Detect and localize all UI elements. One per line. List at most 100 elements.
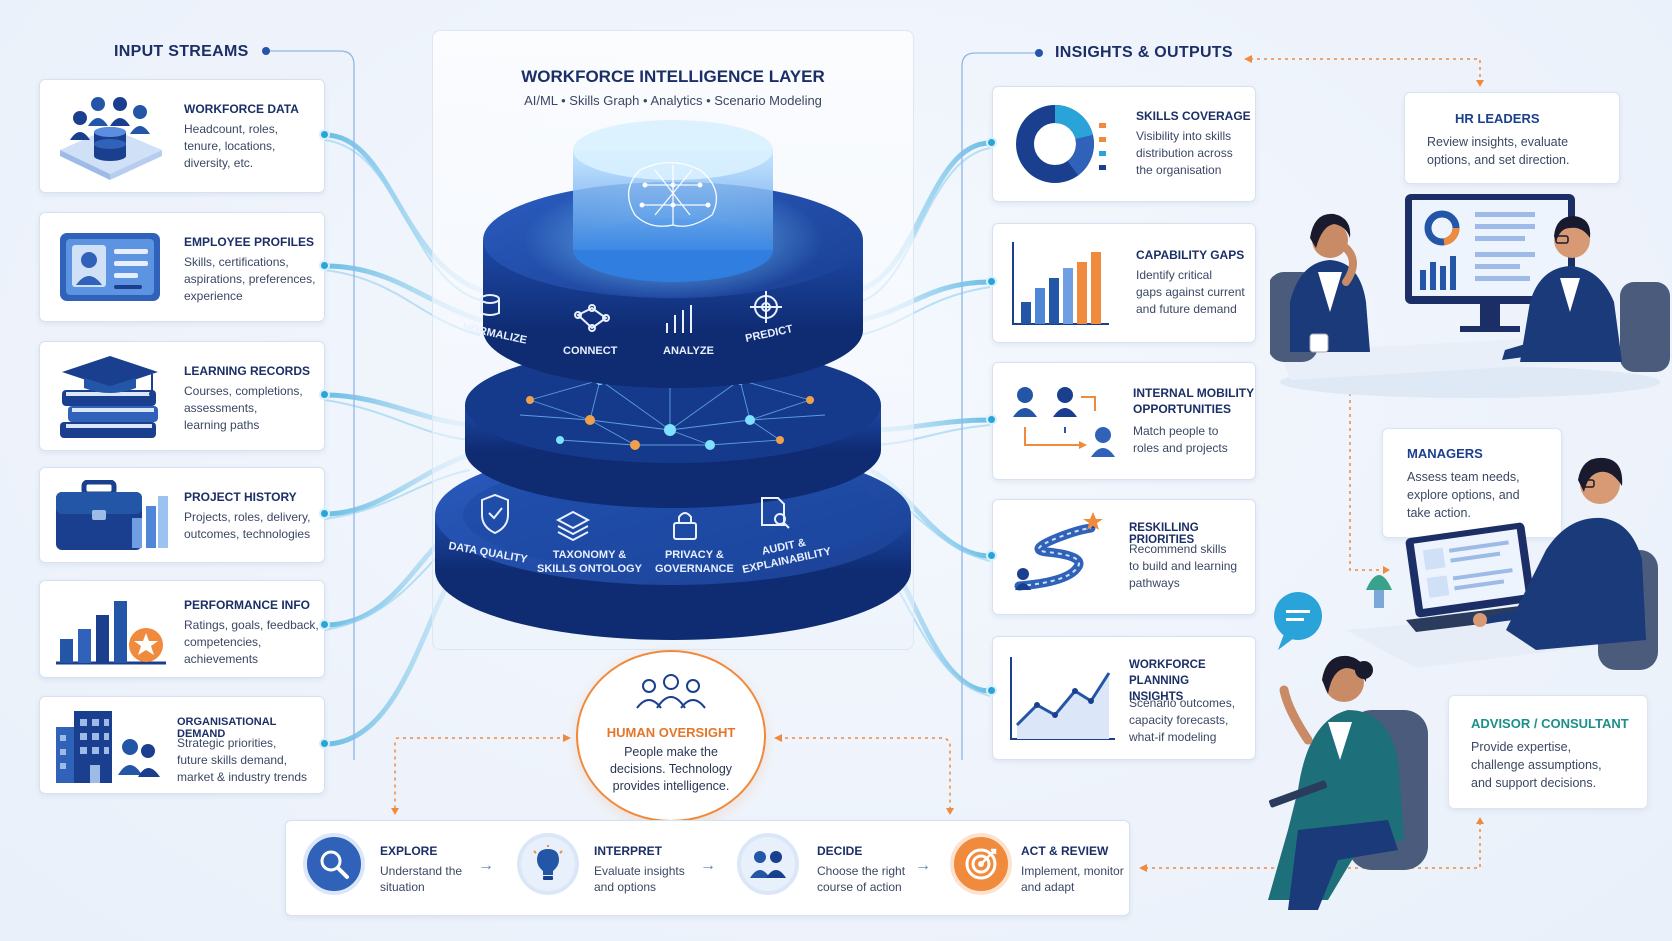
insight-card-title: WORKFORCE PLANNING INSIGHTS [1129, 659, 1206, 703]
insight-card-title: INTERNAL MOBILITY OPPORTUNITIES [1133, 386, 1255, 416]
magnifier-icon [320, 850, 349, 879]
insight-card-workforce-planning[interactable]: WORKFORCE PLANNING INSIGHTS Scenario out… [992, 636, 1256, 760]
role-title: ADVISOR / CONSULTANT [1471, 716, 1629, 731]
insight-card-reskilling-priorities[interactable]: RESKILLING PRIORITIES Recommend skills t… [992, 499, 1256, 615]
decide-step-circle[interactable] [737, 833, 799, 895]
step-title: DECIDE [817, 844, 863, 858]
step-arrow-icon: → [915, 857, 931, 874]
input-card-title: PERFORMANCE INFO [184, 598, 310, 612]
donut-chart-icon [1016, 105, 1106, 183]
insight-card-capability-gaps[interactable]: CAPABILITY GAPS Identify critical gaps a… [992, 223, 1256, 343]
input-card-employee-profiles[interactable]: EMPLOYEE PROFILES Skills, certifications… [39, 212, 325, 322]
people-group-icon [636, 674, 706, 709]
step-desc: Understand the situation [380, 864, 463, 894]
step-desc: Evaluate insights and options [594, 864, 685, 894]
step-desc: Implement, monitor and adapt [1021, 864, 1124, 894]
insight-card-skills-coverage[interactable]: SKILLS COVERAGE Visibility into skills d… [992, 86, 1256, 202]
path-star-icon [1014, 512, 1103, 591]
ring-label-privacy: PRIVACY & GOVERNANCE [655, 549, 734, 575]
intelligence-layer-title: WORKFORCE INTELLIGENCE LAYER [521, 67, 825, 86]
step-desc: Choose the right course of action [817, 864, 906, 894]
intelligence-layer-subtitle: AI/ML • Skills Graph • Analytics • Scena… [524, 93, 822, 108]
profile-card-icon [60, 233, 160, 301]
step-title: INTERPRET [594, 844, 663, 858]
building-people-icon [56, 711, 160, 783]
connector-dot [986, 137, 997, 148]
ring-label-taxonomy: TAXONOMY & SKILLS ONTOLOGY [537, 549, 642, 575]
input-card-project-history[interactable]: PROJECT HISTORY Projects, roles, deliver… [39, 467, 325, 563]
manager-illustration [1346, 457, 1658, 670]
role-desc: Assess team needs, explore options, and … [1407, 470, 1520, 520]
connector-dot [319, 129, 330, 140]
input-card-desc: Courses, completions, assessments, learn… [184, 384, 303, 432]
ring-label-analyze: ANALYZE [663, 345, 714, 357]
explore-step-circle[interactable] [303, 833, 365, 895]
role-title: HR LEADERS [1455, 111, 1540, 126]
act-review-step-circle[interactable] [950, 833, 1012, 895]
role-desc: Review insights, evaluate options, and s… [1427, 135, 1570, 167]
step-arrow-icon: → [700, 857, 716, 874]
connector-dot [986, 414, 997, 425]
input-card-title: WORKFORCE DATA [184, 102, 299, 116]
input-card-desc: Headcount, roles, tenure, locations, div… [184, 122, 279, 170]
bar-chart-star-icon [56, 601, 166, 665]
people-match-icon [1013, 387, 1115, 457]
line-chart-icon [1010, 657, 1115, 740]
briefcase-icon [56, 480, 168, 550]
input-card-workforce-data[interactable]: WORKFORCE DATA Headcount, roles, tenure,… [39, 79, 325, 193]
role-card-managers: MANAGERS Assess team needs, explore opti… [1382, 428, 1562, 538]
insight-card-desc: Match people to roles and projects [1133, 424, 1228, 455]
input-streams-title-dot [262, 47, 270, 55]
advisor-illustration [1268, 592, 1428, 910]
interpret-step-circle[interactable] [517, 833, 579, 895]
insights-title: INSIGHTS & OUTPUTS [1055, 44, 1233, 61]
people-decide-icon [750, 851, 786, 878]
insight-card-title: SKILLS COVERAGE [1136, 109, 1251, 123]
step-title: EXPLORE [380, 844, 438, 858]
role-card-advisor: ADVISOR / CONSULTANT Provide expertise, … [1448, 695, 1648, 809]
insight-card-desc: Recommend skills to build and learning p… [1129, 542, 1238, 590]
input-card-organisational-demand[interactable]: ORGANISATIONAL DEMAND Strategic prioriti… [39, 696, 325, 794]
input-card-title: ORGANISATIONAL DEMAND [177, 716, 277, 740]
connector-dot [319, 508, 330, 519]
insight-card-title: CAPABILITY GAPS [1136, 248, 1245, 262]
input-card-title: PROJECT HISTORY [184, 490, 297, 504]
input-card-desc: Strategic priorities, future skills dema… [177, 736, 308, 784]
input-card-desc: Skills, certifications, aspirations, pre… [184, 255, 316, 303]
intelligence-stack [435, 120, 911, 640]
input-card-desc: Projects, roles, delivery, outcomes, tec… [184, 510, 311, 541]
target-icon [965, 848, 997, 880]
bar-chart-icon [1012, 242, 1109, 325]
role-title: MANAGERS [1407, 446, 1483, 461]
human-oversight-title: HUMAN OVERSIGHT [606, 725, 736, 740]
input-card-desc: Ratings, goals, feedback, competencies, … [184, 618, 319, 666]
hr-leaders-illustration [1270, 194, 1670, 398]
connector-dot [319, 738, 330, 749]
role-card-hr-leaders: HR LEADERS Review insights, evaluate opt… [1404, 92, 1620, 184]
lightbulb-icon [533, 845, 563, 880]
human-oversight-desc: People make the decisions. Technology pr… [609, 745, 733, 793]
connector-dot [319, 389, 330, 400]
connector-dot [986, 276, 997, 287]
people-database-icon [60, 97, 162, 180]
step-title: ACT & REVIEW [1021, 844, 1109, 858]
input-card-title: LEARNING RECORDS [184, 364, 311, 378]
ring-label-connect: CONNECT [563, 345, 618, 357]
insight-card-desc: Visibility into skills distribution acro… [1136, 129, 1233, 177]
connector-dot [319, 260, 330, 271]
insight-card-internal-mobility[interactable]: INTERNAL MOBILITY OPPORTUNITIES Match pe… [992, 362, 1256, 480]
connector-dot [986, 685, 997, 696]
input-card-title: EMPLOYEE PROFILES [184, 235, 315, 249]
insights-title-dot [1035, 49, 1043, 57]
input-streams-title: INPUT STREAMS [114, 43, 249, 60]
insight-card-desc: Identify critical gaps against current a… [1136, 268, 1245, 316]
input-card-performance-info[interactable]: PERFORMANCE INFO Ratings, goals, feedbac… [39, 580, 325, 678]
connector-dot [986, 550, 997, 561]
insight-card-title: RESKILLING PRIORITIES [1129, 522, 1199, 546]
step-arrow-icon: → [478, 857, 494, 874]
role-desc: Provide expertise, challenge assumptions… [1471, 740, 1602, 790]
insight-card-desc: Scenario outcomes, capacity forecasts, w… [1129, 696, 1236, 744]
input-card-learning-records[interactable]: LEARNING RECORDS Courses, completions, a… [39, 341, 325, 451]
books-graduation-icon [60, 356, 158, 438]
connector-dot [319, 619, 330, 630]
